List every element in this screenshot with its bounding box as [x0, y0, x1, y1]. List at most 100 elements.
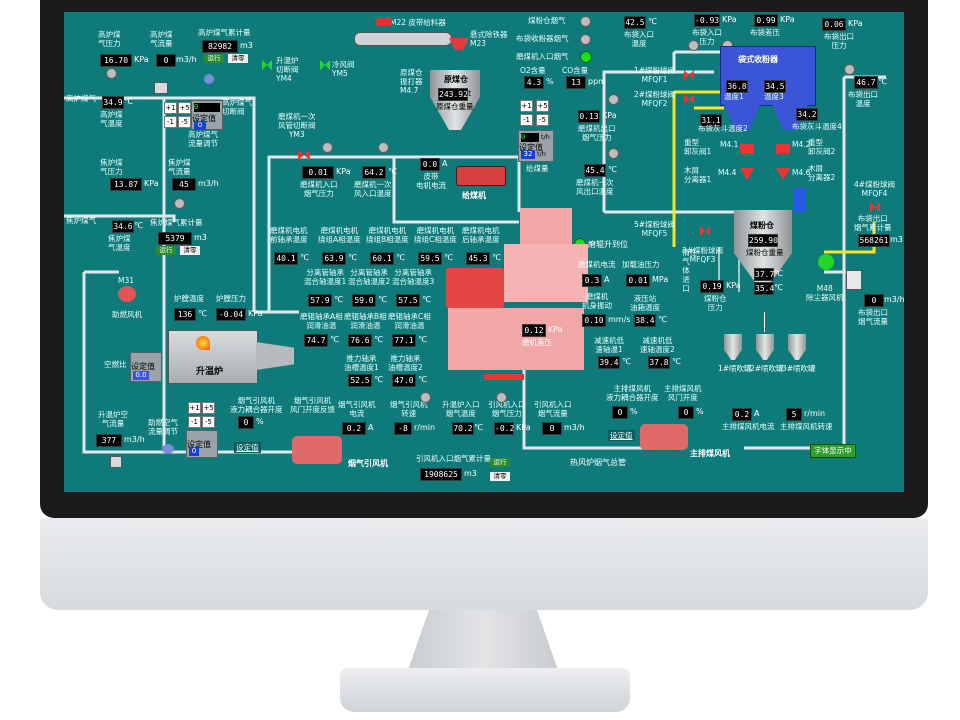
mill-vib-unit: mm/s [608, 315, 631, 324]
mill-diff-unit: KPa [548, 325, 563, 334]
ball-valve-icon[interactable] [870, 202, 880, 212]
plus5-button[interactable]: +5 [178, 102, 191, 114]
conveyor-motor-icon[interactable] [376, 18, 392, 26]
if-run-button[interactable]: 运行 [490, 458, 510, 467]
minus1-button[interactable]: -1 [188, 416, 201, 428]
cog-total-unit: m3 [194, 233, 207, 242]
coal-bin-press-label: 煤粉仓 压力 [704, 294, 727, 312]
control-valve-icon[interactable] [204, 74, 214, 84]
mf-coupling-value: 0 [612, 406, 628, 419]
flow-meter-icon [154, 82, 168, 94]
mill-load-value: 0.01 [626, 274, 650, 287]
bag-temp3-value: 34.5 [764, 80, 786, 93]
minus1-button[interactable]: -1 [520, 114, 533, 126]
gauge-icon [844, 64, 855, 75]
if-speed-value: -8 [394, 422, 412, 435]
mo-press-unit: KPa [602, 111, 617, 120]
mi-press-value: 0.01 [302, 166, 334, 179]
bfg-pressure-unit: KPa [134, 55, 149, 64]
bfg-flow-value: 0 [156, 54, 176, 67]
sep-row-unit: ℃ [334, 295, 343, 304]
if-setpoint-link[interactable]: 设定值 [234, 442, 261, 453]
ball-valve-icon[interactable] [684, 94, 694, 104]
cog-run-button[interactable]: 运行 [156, 246, 176, 255]
font-display-button[interactable]: 字体显示中 [810, 444, 856, 458]
bfg-setpoint-box[interactable]: 0 设定值 0 [191, 100, 223, 130]
bfg-temp-value: 34.9 [102, 96, 124, 109]
bearing-row-label: 磨煤机电机 前轴承温度 [270, 226, 308, 244]
mill-top [520, 208, 572, 244]
ym5-valve-icon[interactable] [320, 60, 330, 70]
mill-gas-label: 磨煤机入口烟气 [516, 52, 569, 61]
air-ratio-setpoint-value: 0.0 [133, 371, 149, 380]
dust-fan-icon[interactable] [818, 254, 834, 270]
mill-motor[interactable] [446, 268, 504, 308]
minus5-button[interactable]: -5 [202, 416, 215, 428]
furnace-press-label: 炉膛压力 [216, 294, 246, 303]
cog-clear-button[interactable]: 清零 [180, 246, 200, 255]
bag-out-press-unit: KPa [848, 19, 863, 28]
gear-out-label: 减速机低 速轴温度2 [640, 336, 675, 354]
gauge-icon [496, 392, 507, 403]
outlet-total-unit: m3 [890, 235, 903, 244]
control-valve-icon[interactable] [162, 444, 174, 454]
air-ratio-label: 空燃比 [104, 360, 127, 369]
mo-press-label: 磨煤机出口 烟气压力 [578, 124, 616, 142]
minus5-button[interactable]: -5 [536, 114, 549, 126]
air-ratio-setpoint[interactable]: 设定值 0.0 [130, 352, 162, 382]
feeder-name: 给煤机 [462, 191, 486, 200]
if-in-flow-unit: m3/h [564, 423, 585, 432]
plus5-button[interactable]: +5 [536, 100, 549, 112]
mill-diff-value: 0.12 [522, 324, 546, 337]
plus1-button[interactable]: +1 [520, 100, 533, 112]
if-in-press-unit: KPa [516, 423, 531, 432]
minus5-button[interactable]: -5 [178, 116, 191, 128]
if-clear-button[interactable]: 清零 [490, 472, 510, 481]
cog-total-label: 焦炉煤气累计量 [150, 218, 203, 227]
bfg-pressure-value: 16.70 [100, 54, 132, 67]
bag-diff-label: 布袋差压 [750, 28, 780, 37]
if-in-temp-label: 升温炉入口 烟气温度 [442, 400, 480, 418]
fan-icon[interactable] [118, 286, 136, 302]
co-value: 13 [566, 76, 586, 89]
oil-row-value: 76.6 [348, 334, 372, 347]
bearing-row-unit: ℃ [348, 253, 357, 262]
mf-damper-label: 主排煤风机 风门开度 [664, 384, 702, 402]
ball-valve-icon[interactable] [700, 226, 710, 236]
discharge-valve-icon[interactable] [740, 144, 754, 154]
gauge-icon [608, 94, 619, 105]
mf-damper-value: 0 [678, 406, 694, 419]
bag-ash2-label: 布袋灰斗温度2 [698, 124, 748, 133]
cog-flow-label: 焦炉煤 气流量 [168, 158, 191, 176]
bfg-pressure-label: 高炉煤 气压力 [98, 30, 121, 48]
mf-current-label: 主排煤风机电流 [722, 422, 775, 431]
cog-temp-value: 34.6 [112, 220, 134, 233]
feeder-setpoint-box[interactable]: 0 t/h 设定值 32 t/h [518, 130, 554, 162]
bfg-temp-label: 高炉煤 气温度 [100, 110, 123, 128]
minus1-button[interactable]: -1 [164, 116, 177, 128]
plus5-button[interactable]: +5 [202, 402, 215, 414]
mf-setpoint-link[interactable]: 设定值 [608, 430, 635, 441]
plus1-button[interactable]: +1 [164, 102, 177, 114]
bearing-row-value: 45.3 [466, 252, 490, 265]
ym3-valve-icon[interactable] [298, 150, 310, 160]
bfg-run-button[interactable]: 运行 [204, 54, 224, 63]
main-fan-machine[interactable] [640, 424, 688, 450]
discharge-valve-icon[interactable] [776, 144, 790, 154]
thrust-row-value: 47.0 [392, 374, 416, 387]
sep-row-label: 分离管轴承 混合轴温度2 [348, 268, 391, 286]
bfg-clear-button[interactable]: 清零 [228, 54, 248, 63]
thrust-row-unit: ℃ [374, 375, 383, 384]
ym4-valve-icon[interactable] [262, 60, 272, 70]
mf-damper-unit: % [696, 407, 704, 416]
bag-out-press-label: 布袋出口 压力 [824, 32, 854, 50]
induced-fan-machine[interactable] [292, 436, 342, 464]
ball-valve-icon[interactable] [684, 70, 694, 80]
plus1-button[interactable]: +1 [188, 402, 201, 414]
feeder-machine[interactable] [456, 166, 506, 186]
mo-temp-label: 磨煤机一次 风出口温度 [576, 178, 614, 196]
if-in-temp-unit: ℃ [474, 423, 483, 432]
feeder-flow-value: 0 [521, 133, 539, 142]
fa-setpoint-box[interactable]: 设定值 0 [186, 430, 218, 458]
injection-tank-label: 2#喷吹罐 [750, 364, 784, 373]
